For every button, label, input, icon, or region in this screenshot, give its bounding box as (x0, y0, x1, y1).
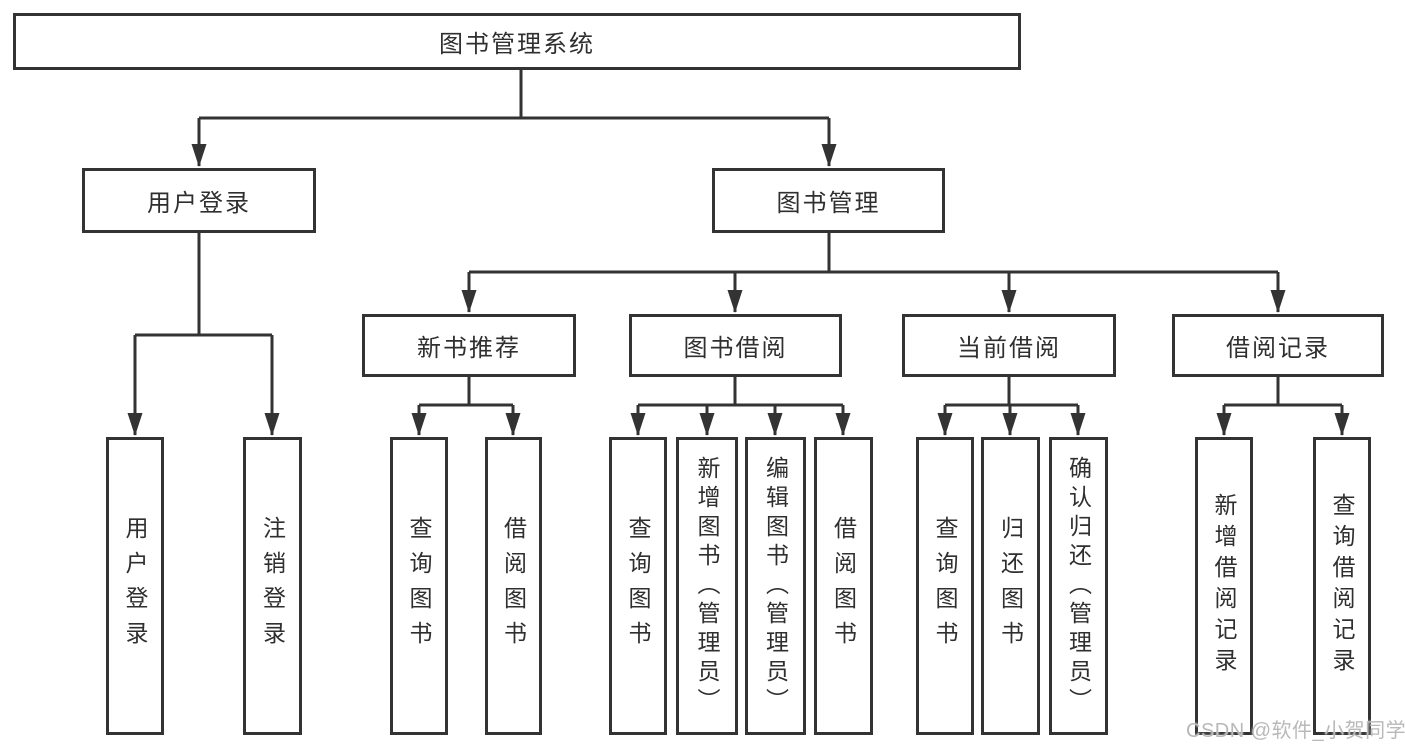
node-label: 用户登录 (122, 516, 148, 656)
node-new-book-recommendation: 新书推荐 (362, 314, 576, 377)
node-label: 图书借阅 (683, 335, 788, 362)
node-label: 确认归还（管理员） (1065, 455, 1092, 717)
node-library-management-system: 图书管理系统 (13, 13, 1021, 70)
leaf-logout: 注销登录 (243, 437, 302, 735)
leaf-search-books-recommend: 查询图书 (390, 437, 448, 735)
node-current-borrowing: 当前借阅 (902, 314, 1116, 377)
csdn-watermark: CSDN @软件_小贺同学 (1186, 720, 1405, 742)
node-label: 图书管理系统 (439, 31, 595, 58)
leaf-return-books: 归还图书 (981, 437, 1040, 735)
leaf-borrow-books: 借阅图书 (814, 437, 873, 735)
leaf-edit-books-admin: 编辑图书（管理员） (745, 437, 806, 735)
node-label: 注销登录 (259, 516, 286, 656)
leaf-add-books-admin: 新增图书（管理员） (676, 437, 738, 735)
node-label: 借阅图书 (500, 516, 527, 656)
leaf-borrow-books-recommend: 借阅图书 (485, 437, 542, 735)
node-label: 新增借阅记录 (1211, 493, 1237, 679)
leaf-search-borrow-record: 查询借阅记录 (1313, 437, 1371, 735)
node-label: 编辑图书（管理员） (762, 455, 789, 717)
node-label: 借阅记录 (1226, 335, 1330, 362)
node-label: 当前借阅 (957, 335, 1061, 362)
node-book-management: 图书管理 (712, 168, 945, 233)
node-label: 图书管理 (776, 190, 881, 217)
leaf-search-books-current: 查询图书 (916, 437, 974, 735)
leaf-confirm-return-admin: 确认归还（管理员） (1049, 437, 1108, 735)
node-label: 新书推荐 (417, 335, 521, 362)
node-label: 归还图书 (997, 516, 1024, 656)
node-label: 查询借阅记录 (1329, 493, 1355, 679)
node-label: 查询图书 (406, 516, 432, 656)
leaf-add-borrow-record: 新增借阅记录 (1195, 437, 1253, 735)
node-label: 查询图书 (932, 516, 958, 656)
leaf-user-login: 用户登录 (106, 437, 164, 735)
node-user-login: 用户登录 (82, 168, 316, 233)
node-label: 借阅图书 (830, 516, 857, 656)
node-borrowing-records: 借阅记录 (1172, 314, 1384, 377)
node-label: 新增图书（管理员） (694, 455, 720, 717)
node-label: 查询图书 (625, 516, 651, 656)
leaf-search-books-borrowing: 查询图书 (609, 437, 667, 735)
node-book-borrowing: 图书借阅 (629, 314, 842, 377)
node-label: 用户登录 (147, 190, 251, 217)
